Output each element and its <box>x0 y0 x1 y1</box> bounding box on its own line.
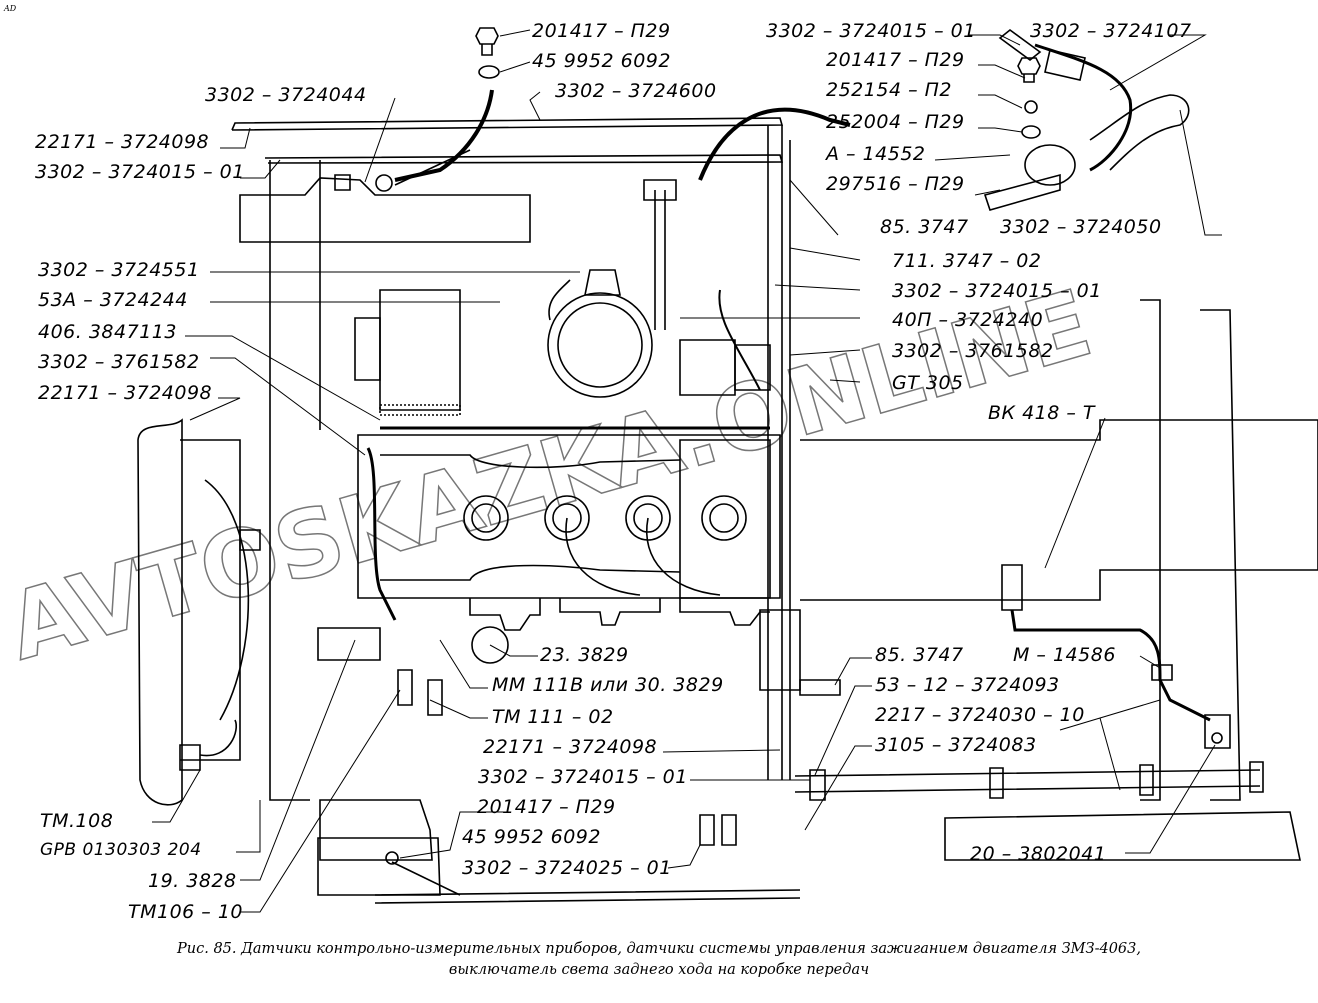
label-tm106-10: ТМ106 – 10 <box>128 901 244 923</box>
label-bottom-bolt: 201417 – П29 <box>477 796 616 818</box>
label-3302-3761582-left: 3302 – 3761582 <box>38 351 200 373</box>
label-297516-p29: 297516 – П29 <box>826 173 965 195</box>
crossmember <box>944 811 1301 861</box>
arrow-line <box>394 149 471 186</box>
upper-rail <box>231 117 784 131</box>
sensor-tube <box>983 173 1061 211</box>
coolant-temp-sensor <box>179 744 201 771</box>
oil-pressure-sensor <box>471 626 509 664</box>
label-gt-305: GT 305 <box>892 372 964 394</box>
label-85-3747-bottom: 85. 3747 <box>875 644 964 666</box>
ground-terminal-ring <box>375 174 393 192</box>
label-3302-3724050: 3302 – 3724050 <box>1000 216 1162 238</box>
label-23-3829: 23. 3829 <box>540 644 629 666</box>
label-vk-418-t: ВК 418 – Т <box>988 402 1096 424</box>
label-spring-washer: 252154 – П2 <box>826 79 952 101</box>
figure-caption-line2: выключатель света заднего хода на коробк… <box>448 962 870 978</box>
ground-wire <box>394 89 494 182</box>
ground-bracket <box>1204 714 1231 749</box>
label-gpb-0130303204: GPB 0130303 204 <box>40 840 202 860</box>
ignition-coil <box>679 339 736 396</box>
spark-plug-4 <box>701 495 747 541</box>
relay-block <box>759 609 801 691</box>
gearbox <box>800 419 1318 601</box>
frame-left <box>269 160 310 801</box>
battery-cable <box>374 889 801 904</box>
connector-plug <box>998 28 1042 62</box>
leader-lines <box>152 29 1222 913</box>
label-3302-3724015-01-mid: 3302 – 3724015 – 01 <box>892 280 1102 302</box>
harness-left <box>366 447 397 621</box>
connector-housing <box>1044 49 1086 81</box>
switch-85-3747 <box>799 679 841 696</box>
label-a-14552: А – 14552 <box>826 143 926 165</box>
spring-washer <box>1024 100 1038 114</box>
label-85-3747-top: 85. 3747 <box>880 216 969 238</box>
label-tm-108: ТМ.108 <box>40 810 114 832</box>
radiator <box>137 418 183 806</box>
fan-blade <box>204 479 250 721</box>
label-22171-3724098-bottom: 22171 – 3724098 <box>483 736 658 758</box>
label-top-bolt: 201417 – П29 <box>532 20 671 42</box>
ground-ring-bottom <box>385 851 399 865</box>
label-top-washer: 45 9952 6092 <box>532 50 671 72</box>
valve-cover <box>357 434 781 599</box>
label-40p-3724240: 40П – 3724240 <box>892 309 1044 331</box>
upper-rail-2 <box>264 154 784 164</box>
fan-switch <box>239 529 261 551</box>
lower-rail <box>794 769 1261 793</box>
label-19-3828: 19. 3828 <box>148 870 237 892</box>
map-sensor <box>1024 144 1076 186</box>
sensor-top <box>584 269 621 296</box>
label-711-3747-02: 711. 3747 – 02 <box>892 250 1042 272</box>
label-bottom-washer: 45 9952 6092 <box>462 826 601 848</box>
sensor-cable <box>698 107 851 181</box>
label-3302-3724015-01-bottom: 3302 – 3724015 – 01 <box>478 766 688 788</box>
label-406-3847113: 406. 3847113 <box>38 321 177 343</box>
label-3302-3724025-01: 3302 – 3724025 – 01 <box>462 857 672 879</box>
label-2217-3724030-10: 2217 – 3724030 – 10 <box>875 704 1085 726</box>
figure-caption-line1: Рис. 85. Датчики контрольно-измерительны… <box>177 941 1141 957</box>
label-top-clip: 3302 – 3724600 <box>555 80 717 102</box>
oxygen-sensor <box>317 627 381 661</box>
label-tm111-02: ТМ 111 – 02 <box>492 706 614 728</box>
label-flat-washer: 252004 – П29 <box>826 111 965 133</box>
vacuum-hose <box>1089 94 1190 171</box>
label-20-3802041: 20 – 3802041 <box>970 843 1107 865</box>
terminal-nut <box>334 174 351 191</box>
bolt-shank <box>481 44 493 56</box>
alternator <box>379 289 461 411</box>
label-3302-3724044: 3302 – 3724044 <box>205 84 367 106</box>
battery-box <box>239 177 531 243</box>
label-m-14586: М – 14586 <box>1013 644 1116 666</box>
ignition-module <box>679 439 771 599</box>
label-3302-3724015-01-right: 3302 – 3724015 – 01 <box>766 20 976 42</box>
label-3105-3724083: 3105 – 3724083 <box>875 734 1037 756</box>
thermostat-housing <box>547 292 653 398</box>
label-mm111v: ММ 111В или 30. 3829 <box>492 674 724 696</box>
corner-mark: AD <box>4 4 17 13</box>
sensor-tm111-b <box>427 679 443 716</box>
drawing-lines <box>137 27 1318 904</box>
label-22171-3724098-mid: 22171 – 3724098 <box>38 382 213 404</box>
label-53-12-3724093: 53 – 12 – 3724093 <box>875 674 1060 696</box>
battery-tray <box>317 837 441 896</box>
label-right-bolt: 201417 – П29 <box>826 49 965 71</box>
label-22171-3724098-top: 22171 – 3724098 <box>35 131 210 153</box>
label-3302-3724107: 3302 – 3724107 <box>1030 20 1192 42</box>
label-3302-3724551: 3302 – 3724551 <box>38 259 200 281</box>
bolt-head <box>475 27 499 45</box>
reverse-light-switch <box>1001 564 1023 611</box>
label-3302-3761582-right: 3302 – 3761582 <box>892 340 1054 362</box>
flat-washer <box>1021 125 1041 139</box>
spark-plug-1 <box>463 495 509 541</box>
label-53a-3724244: 53А – 3724244 <box>38 289 188 311</box>
label-3302-3724015-01-top: 3302 – 3724015 – 01 <box>35 161 245 183</box>
sensor-tm111 <box>397 669 413 706</box>
washer <box>478 65 500 79</box>
